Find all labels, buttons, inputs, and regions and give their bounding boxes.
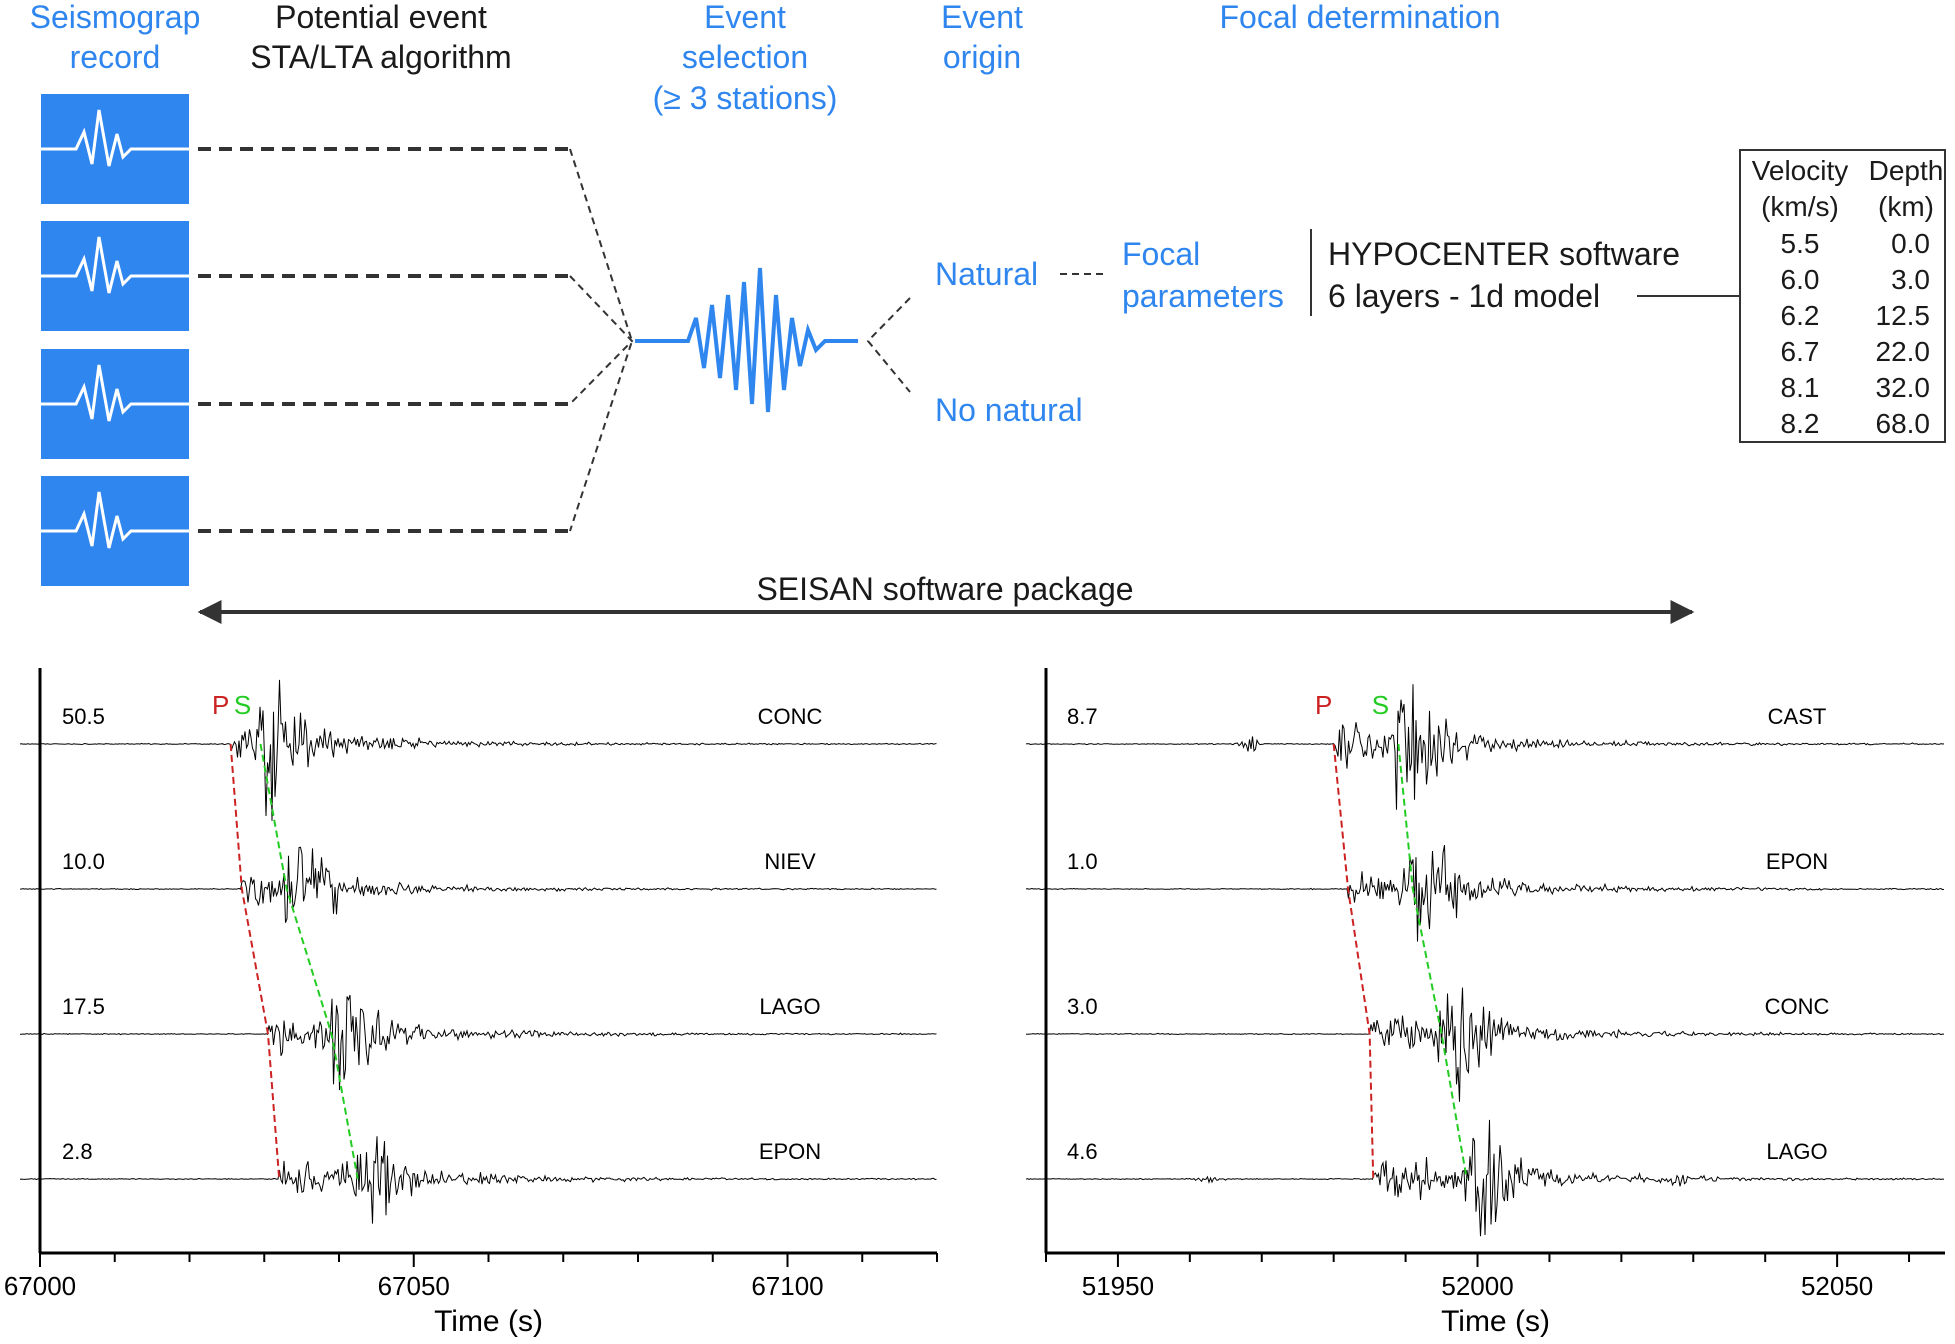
seismic-trace	[1025, 987, 1945, 1102]
seismic-trace	[19, 846, 937, 923]
header-seismograph-line2: record	[70, 39, 161, 75]
seismic-trace	[19, 679, 937, 821]
header-event-selection-line2: selection	[682, 39, 808, 75]
seismic-trace	[19, 994, 937, 1091]
s-pick-line	[259, 743, 359, 1180]
table-velocity-cell: 5.5	[1781, 228, 1820, 259]
station-name: CONC	[758, 704, 823, 729]
header-event-origin-line1: Event	[941, 0, 1023, 35]
station-name: CAST	[1768, 704, 1827, 729]
table-depth-cell: 68.0	[1876, 408, 1931, 439]
x-axis-title: Time (s)	[1441, 1305, 1550, 1338]
table-depth-cell: 0.0	[1891, 228, 1930, 259]
seismograph-record-icon	[41, 94, 189, 204]
focal-parameters-line2: parameters	[1122, 278, 1284, 314]
trace-amplitude: 3.0	[1067, 994, 1098, 1019]
station-name: NIEV	[764, 849, 816, 874]
seismograph-record-icon	[41, 476, 189, 586]
trace-amplitude: 17.5	[62, 994, 105, 1019]
p-pick-line	[229, 743, 281, 1180]
table-header-velocity-unit: (km/s)	[1761, 191, 1839, 222]
seismograph-records	[41, 94, 189, 586]
station-name: EPON	[759, 1139, 821, 1164]
table-rows: 5.5 0.0 6.0 3.0 6.2 12.5 6.7 22.0 8.1 32.0 8.2 68.0	[1781, 228, 1930, 439]
header-potential-event-line2: STA/LTA algorithm	[250, 39, 511, 75]
trace-amplitude: 50.5	[62, 704, 105, 729]
header-focal-determination: Focal determination	[1219, 0, 1500, 35]
table-velocity-cell: 6.0	[1781, 264, 1820, 295]
table-velocity-cell: 6.2	[1781, 300, 1820, 331]
table-depth-cell: 12.5	[1876, 300, 1931, 331]
layer-model: 6 layers - 1d model	[1328, 278, 1600, 314]
table-velocity-cell: 8.2	[1781, 408, 1820, 439]
table-header-depth: Depth	[1869, 155, 1944, 186]
header-potential-event-line1: Potential event	[275, 0, 487, 35]
seismic-trace	[1025, 684, 1945, 810]
table-depth-cell: 22.0	[1876, 336, 1931, 367]
station-name: LAGO	[759, 994, 820, 1019]
event-waveform-icon	[635, 267, 858, 413]
seismic-trace	[1025, 845, 1945, 942]
header: Seismograp record Potential event STA/LT…	[30, 0, 1501, 116]
seismograph-record-icon	[41, 349, 189, 459]
s-pick-label: S	[1372, 690, 1389, 720]
table-velocity-cell: 6.7	[1781, 336, 1820, 367]
station-name: EPON	[1766, 849, 1828, 874]
x-tick-label: 51950	[1082, 1271, 1154, 1301]
focal-parameters-line1: Focal	[1122, 236, 1200, 272]
station-connectors	[198, 147, 634, 533]
trace-amplitude: 2.8	[62, 1139, 93, 1164]
p-pick-line	[1332, 743, 1375, 1180]
table-header-depth-unit: (km)	[1878, 191, 1934, 222]
origin-connectors	[866, 273, 1108, 393]
x-tick-label: 52000	[1441, 1271, 1513, 1301]
seismic-trace	[1025, 1119, 1945, 1237]
origin-no-natural: No natural	[935, 392, 1083, 428]
trace-amplitude: 4.6	[1067, 1139, 1098, 1164]
trace-amplitude: 10.0	[62, 849, 105, 874]
header-event-selection-line1: Event	[704, 0, 786, 35]
s-pick-line	[1397, 743, 1468, 1180]
x-tick-label: 67000	[4, 1271, 76, 1301]
p-pick-label: P	[212, 690, 229, 720]
seisan-package: SEISAN software package	[197, 571, 1695, 624]
header-event-origin-line2: origin	[943, 39, 1021, 75]
station-name: CONC	[1765, 994, 1830, 1019]
header-event-selection-line3: (≥ 3 stations)	[653, 80, 838, 116]
table-velocity-cell: 8.1	[1781, 372, 1820, 403]
header-seismograph-line1: Seismograp	[30, 0, 201, 35]
trace-amplitude: 8.7	[1067, 704, 1098, 729]
station-name: LAGO	[1766, 1139, 1827, 1164]
x-tick-label: 67100	[751, 1271, 823, 1301]
table-depth-cell: 3.0	[1891, 264, 1930, 295]
x-tick-label: 52050	[1801, 1271, 1873, 1301]
s-pick-label: S	[234, 690, 251, 720]
seisan-label: SEISAN software package	[756, 571, 1133, 607]
seismograph-record-icon	[41, 221, 189, 331]
hypocenter-software: HYPOCENTER software	[1328, 236, 1680, 272]
velocity-depth-table: Velocity (km/s) Depth (km) 5.5 0.0 6.0 3.0 6…	[1739, 149, 1946, 443]
origin-natural: Natural	[935, 256, 1038, 292]
table-header-velocity: Velocity	[1752, 155, 1849, 186]
trace-amplitude: 1.0	[1067, 849, 1098, 874]
x-axis-title: Time (s)	[434, 1305, 543, 1338]
p-pick-label: P	[1315, 690, 1332, 720]
seismic-trace	[19, 1136, 937, 1224]
x-tick-label: 67050	[378, 1271, 450, 1301]
table-depth-cell: 32.0	[1876, 372, 1931, 403]
